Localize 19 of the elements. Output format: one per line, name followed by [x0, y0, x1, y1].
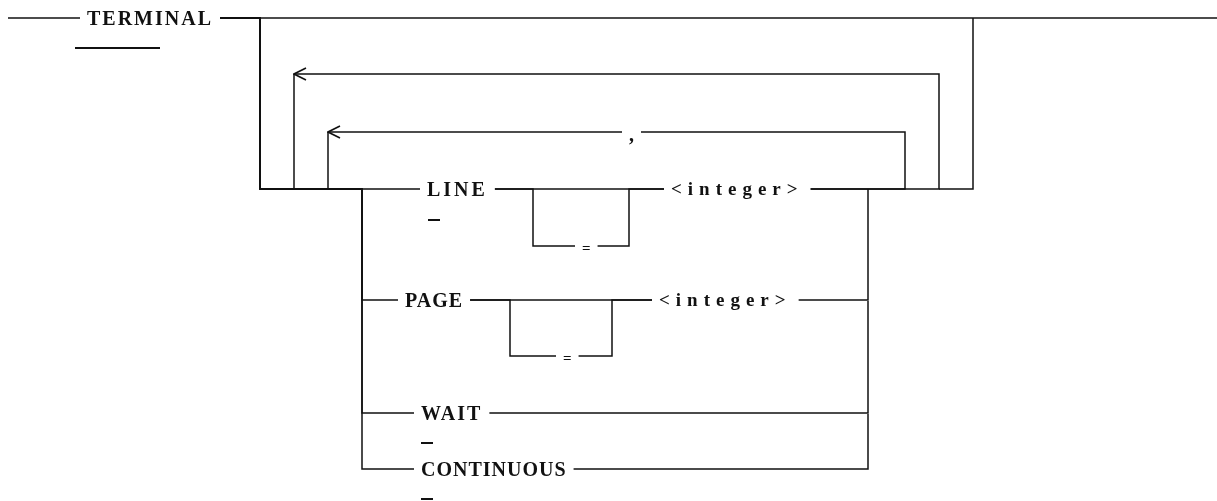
syntax-term: CONTINUOUS — [414, 458, 574, 480]
arrow — [327, 125, 623, 139]
syntax-term: , — [622, 123, 641, 145]
syntax-term: LINE — [420, 178, 495, 200]
track-line — [469, 299, 653, 301]
track-line — [640, 131, 906, 190]
track-line — [494, 188, 665, 190]
syntax-term: = — [556, 349, 579, 367]
track-line — [572, 413, 869, 470]
syntax-term: WAIT — [414, 402, 490, 424]
arrow — [293, 67, 940, 190]
syntax-term: = — [575, 239, 598, 257]
syntax-term: PAGE — [398, 289, 471, 311]
syntax-term: <integer> — [652, 289, 799, 311]
track-line — [7, 17, 81, 19]
syntax-term: <integer> — [664, 178, 811, 200]
track-line — [797, 188, 869, 301]
syntax-term: TERMINAL — [80, 7, 220, 29]
track-line — [488, 300, 869, 414]
